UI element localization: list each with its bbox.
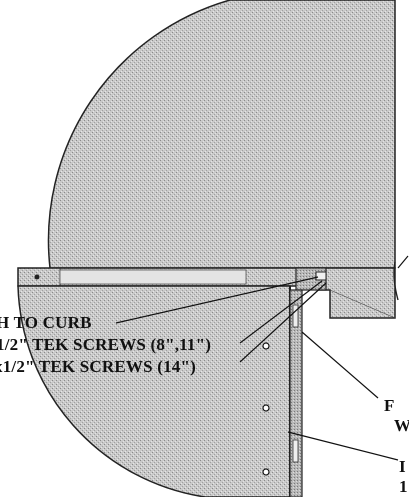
callout-right-4: 1	[399, 477, 408, 496]
flange-slot-1	[292, 304, 299, 328]
flange-slot-2	[292, 439, 299, 463]
leader-housing	[287, 431, 399, 461]
upper-hood-shape	[47, 0, 396, 269]
leader-screws-long	[239, 282, 327, 363]
bracket-fold-line	[329, 289, 396, 319]
callout-right-3: I	[399, 457, 406, 476]
callout-screws-long: x1/2" TEK SCREWS (14")	[0, 357, 196, 376]
callout-screws-short: 1/2" TEK SCREWS (8",11")	[0, 335, 211, 354]
screw-hole-1	[262, 342, 270, 350]
screw-hole-2	[262, 404, 270, 412]
right-bracket	[317, 267, 396, 319]
callout-right-2: W	[394, 416, 409, 435]
rail-inner-panel	[59, 269, 247, 285]
screw-hole-3	[262, 468, 270, 476]
leader-screws-short	[239, 280, 323, 344]
leader-attach	[115, 276, 319, 324]
leader-flange	[301, 331, 379, 399]
lower-housing-shape	[17, 285, 291, 497]
rail-hole	[34, 274, 40, 280]
screw-fitting	[315, 271, 327, 281]
leader-bracket	[397, 255, 409, 269]
bracket-hook	[393, 261, 399, 301]
callout-right-1: F	[384, 396, 395, 415]
callout-attach-to-curb: H TO CURB	[0, 313, 92, 332]
